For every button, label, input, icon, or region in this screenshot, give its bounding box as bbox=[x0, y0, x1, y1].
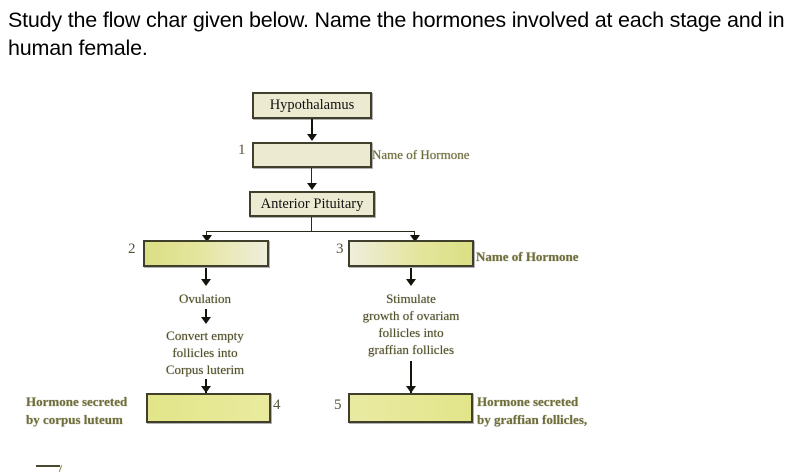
node-blank-4[interactable] bbox=[146, 393, 271, 423]
label-graffian-line-1: Hormone secreted bbox=[477, 394, 579, 409]
number-label-2: 2 bbox=[128, 241, 136, 257]
connector-branch-bar bbox=[206, 231, 415, 232]
label-name-of-hormone-1: Name of Hormone bbox=[372, 147, 470, 162]
step-convert-follicles: Convert empty follicles into Corpus lute… bbox=[145, 327, 265, 378]
connector-stimulate-to-blank5 bbox=[410, 361, 412, 393]
number-label-1: 1 bbox=[238, 142, 246, 158]
label-graffian-line-2: by graffian follicles, bbox=[477, 412, 588, 427]
connector-pituitary-stem bbox=[311, 217, 312, 232]
arrowhead-hypothalamus-to-blank1 bbox=[307, 134, 317, 141]
node-blank-1[interactable] bbox=[252, 142, 372, 168]
node-hypothalamus-label: Hypothalamus bbox=[269, 97, 355, 113]
label-hormone-corpus-luteum: Hormone secreted by corpus luteum bbox=[26, 393, 127, 429]
arrowhead-branch-left bbox=[202, 235, 212, 242]
step-convert-line-1: Convert empty bbox=[166, 328, 244, 343]
connector-blank1-to-pituitary bbox=[311, 168, 312, 188]
step-stimulate-line-3: follicles into bbox=[378, 325, 444, 340]
connector-blank2-to-ovulation bbox=[205, 268, 207, 284]
connector-hypothalamus-to-blank1 bbox=[311, 119, 313, 139]
step-stimulate-growth: Stimulate growth of ovariam follicles in… bbox=[340, 290, 482, 358]
question-text: Study the flow char given below. Name th… bbox=[8, 8, 785, 60]
arrowhead-blank2-to-ovulation bbox=[201, 279, 211, 286]
step-stimulate-line-2: growth of ovariam bbox=[362, 308, 460, 323]
arrowhead-convert-to-blank4 bbox=[201, 386, 211, 393]
arrowhead-stimulate-to-blank5 bbox=[406, 386, 416, 393]
arrowhead-branch-right bbox=[410, 235, 420, 242]
label-hormone-graffian-follicles: Hormone secreted by graffian follicles, bbox=[477, 393, 587, 429]
connector-ovulation-to-convert bbox=[205, 309, 207, 322]
number-label-4: 4 bbox=[273, 397, 281, 413]
step-ovulation: Ovulation bbox=[179, 291, 231, 306]
step-convert-line-2: follicles into bbox=[172, 345, 238, 360]
label-name-of-hormone-2: Name of Hormone bbox=[476, 249, 579, 264]
arrowhead-blank1-to-pituitary bbox=[307, 183, 317, 190]
node-hypothalamus: Hypothalamus bbox=[252, 92, 372, 119]
label-corpus-luteum-line-1: Hormone secreted bbox=[26, 394, 128, 409]
arrowhead-blank3-to-stimulate bbox=[406, 279, 416, 286]
connector-blank3-to-stimulate bbox=[410, 268, 412, 284]
step-stimulate-line-1: Stimulate bbox=[386, 291, 436, 306]
node-blank-5[interactable] bbox=[348, 393, 473, 423]
scan-artifact-line bbox=[36, 465, 60, 467]
number-label-3: 3 bbox=[336, 241, 344, 257]
arrowhead-ovulation-to-convert bbox=[201, 317, 211, 324]
node-anterior-pituitary: Anterior Pituitary bbox=[249, 191, 375, 217]
step-convert-line-3: Corpus luterim bbox=[165, 362, 245, 377]
number-label-5: 5 bbox=[334, 397, 342, 413]
step-stimulate-line-4: graffian follicles bbox=[367, 342, 455, 357]
node-blank-3[interactable] bbox=[348, 240, 474, 267]
node-blank-2[interactable] bbox=[143, 240, 269, 267]
node-anterior-pituitary-label: Anterior Pituitary bbox=[260, 195, 364, 212]
hormone-flow-chart: Hypothalamus 1 Name of Hormone Anterior … bbox=[0, 82, 800, 472]
label-corpus-luteum-line-2: by corpus luteum bbox=[26, 412, 123, 427]
